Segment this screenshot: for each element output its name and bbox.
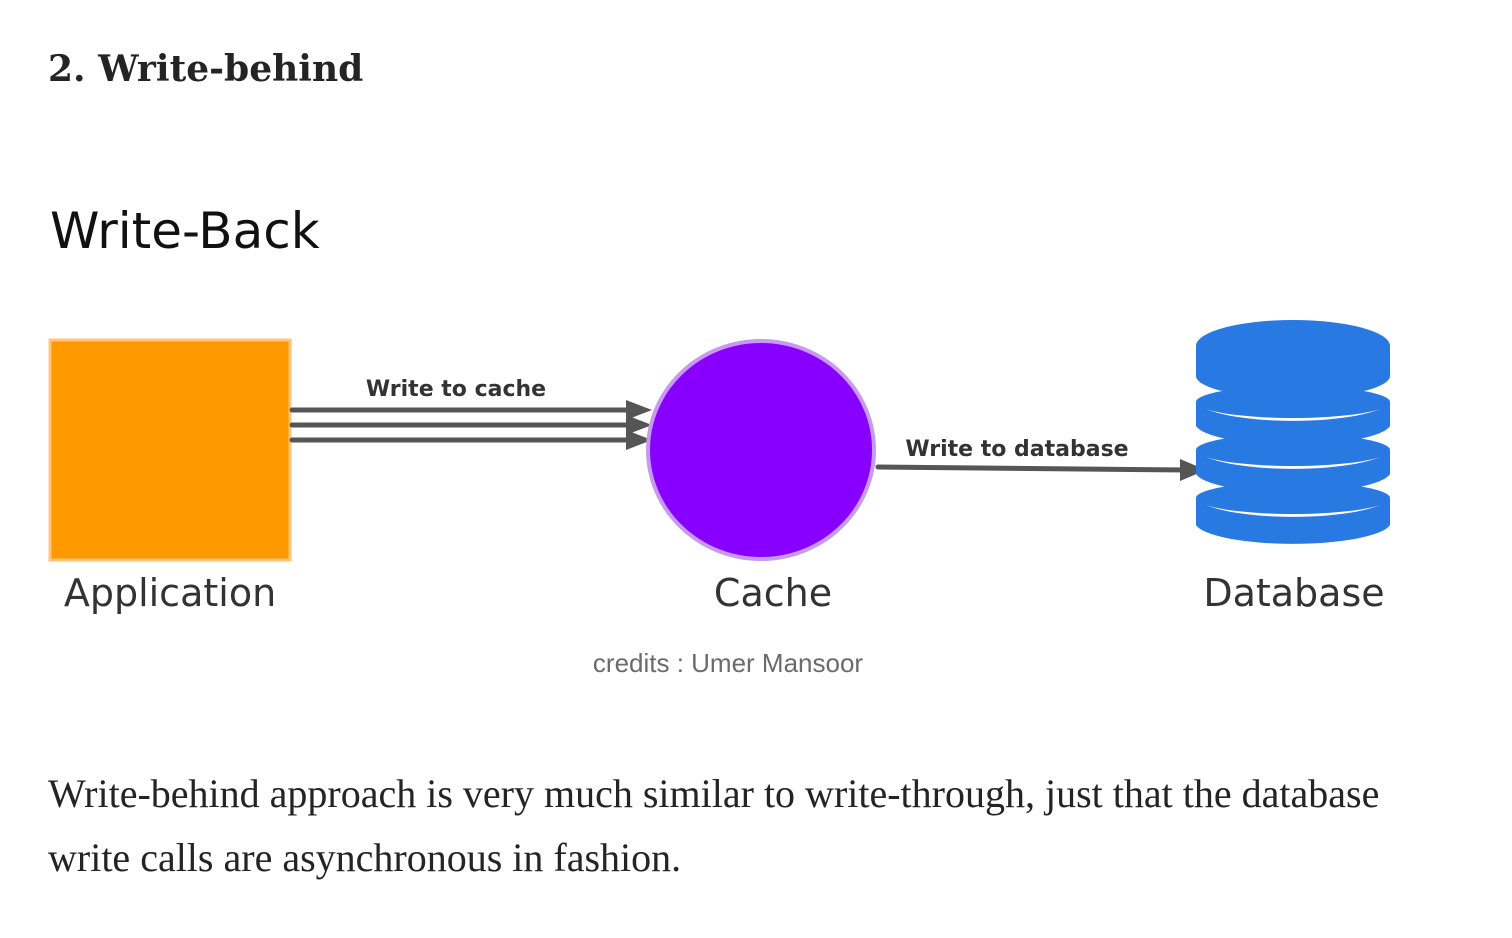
figure-caption: credits : Umer Mansoor [592, 648, 864, 678]
application-label: Application [64, 571, 276, 615]
write-to-database-arrowhead [1180, 459, 1206, 481]
write-to-cache-arrows [289, 407, 635, 443]
database-label: Database [1203, 571, 1384, 615]
cache-label: Cache [714, 571, 832, 615]
database-icon [1196, 320, 1390, 544]
write-to-database-arrow [875, 464, 1191, 473]
diagram-title: Write-Back [50, 202, 320, 260]
write-to-cache-label: Write to cache [366, 377, 546, 402]
application-box [48, 338, 292, 562]
write-to-database-label: Write to database [905, 437, 1128, 462]
cache-circle [646, 339, 876, 561]
write-to-cache-arrowheads [626, 400, 652, 450]
body-paragraph: Write-behind approach is very much simil… [48, 771, 1380, 880]
section-heading: 2. Write-behind [48, 48, 364, 90]
